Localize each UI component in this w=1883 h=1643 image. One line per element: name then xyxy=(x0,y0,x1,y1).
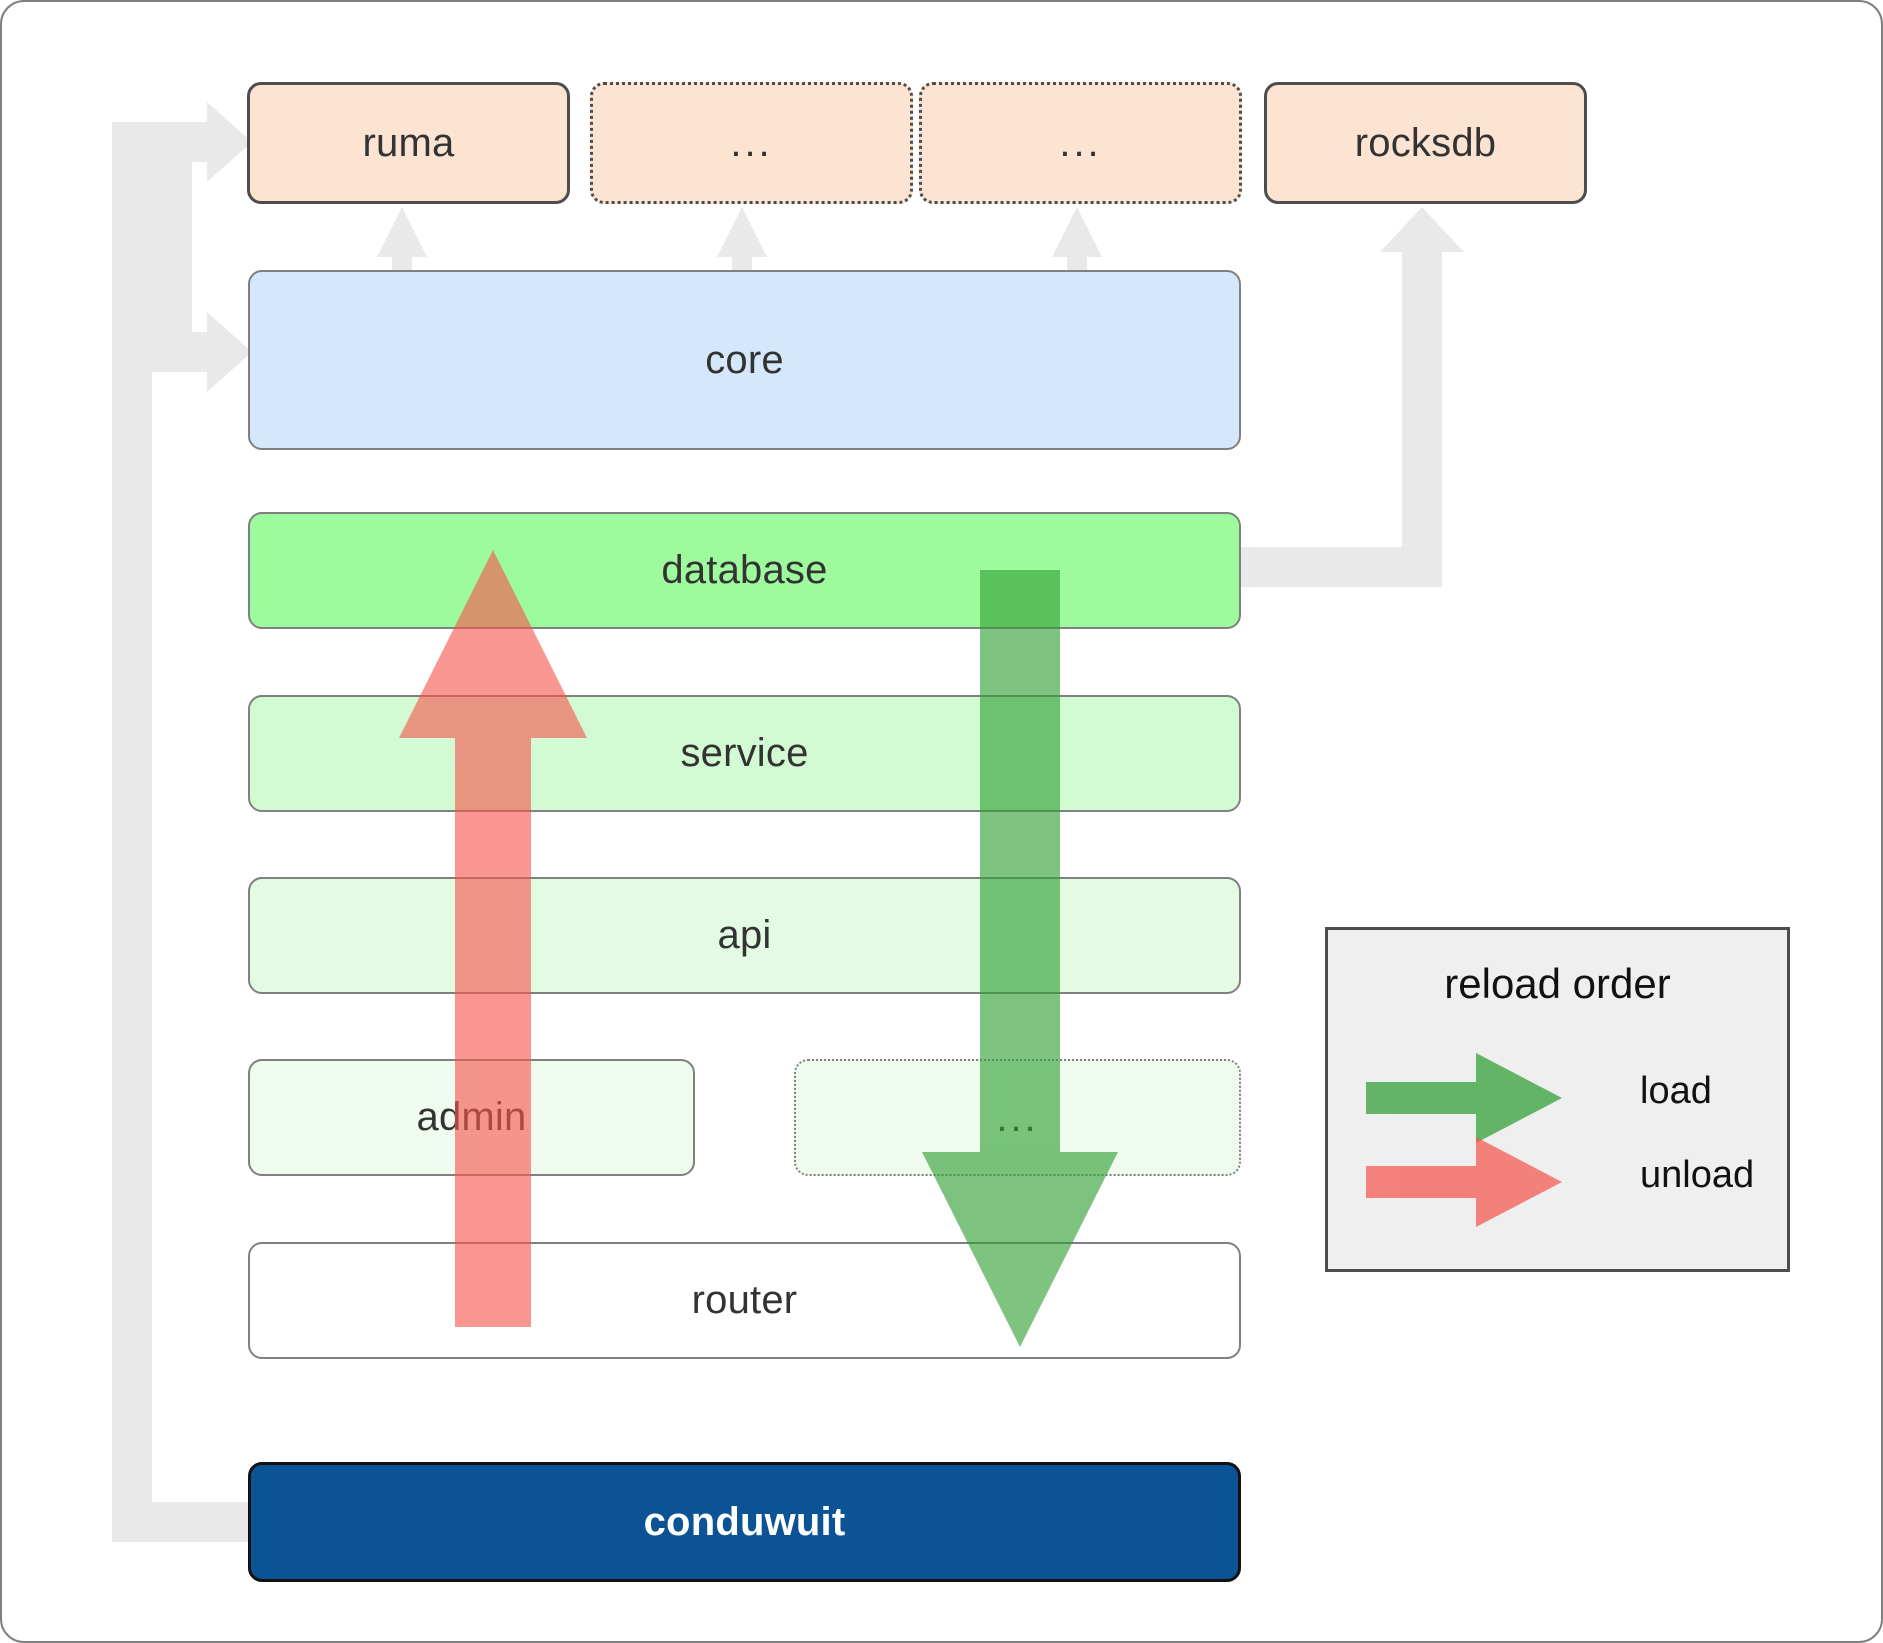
node-database[interactable]: database xyxy=(248,512,1241,629)
legend-load-label: load xyxy=(1640,1070,1712,1112)
legend-unload-arrow-icon xyxy=(1366,1137,1562,1227)
node-conduwuit[interactable]: conduwuit xyxy=(248,1462,1241,1582)
legend-title: reload order xyxy=(1444,960,1671,1007)
legend-load-arrow-icon xyxy=(1366,1053,1562,1143)
node-ellipsis-top-1[interactable]: ... xyxy=(590,82,913,204)
load-arrow-big xyxy=(922,570,1118,1347)
node-router[interactable]: router xyxy=(248,1242,1241,1359)
node-core[interactable]: core xyxy=(248,270,1241,450)
unload-arrow-big xyxy=(399,550,587,1327)
node-ellipsis-top-2[interactable]: ... xyxy=(919,82,1242,204)
legend-panel: reload order load unload xyxy=(1325,927,1790,1272)
legend-unload-label: unload xyxy=(1640,1154,1755,1196)
